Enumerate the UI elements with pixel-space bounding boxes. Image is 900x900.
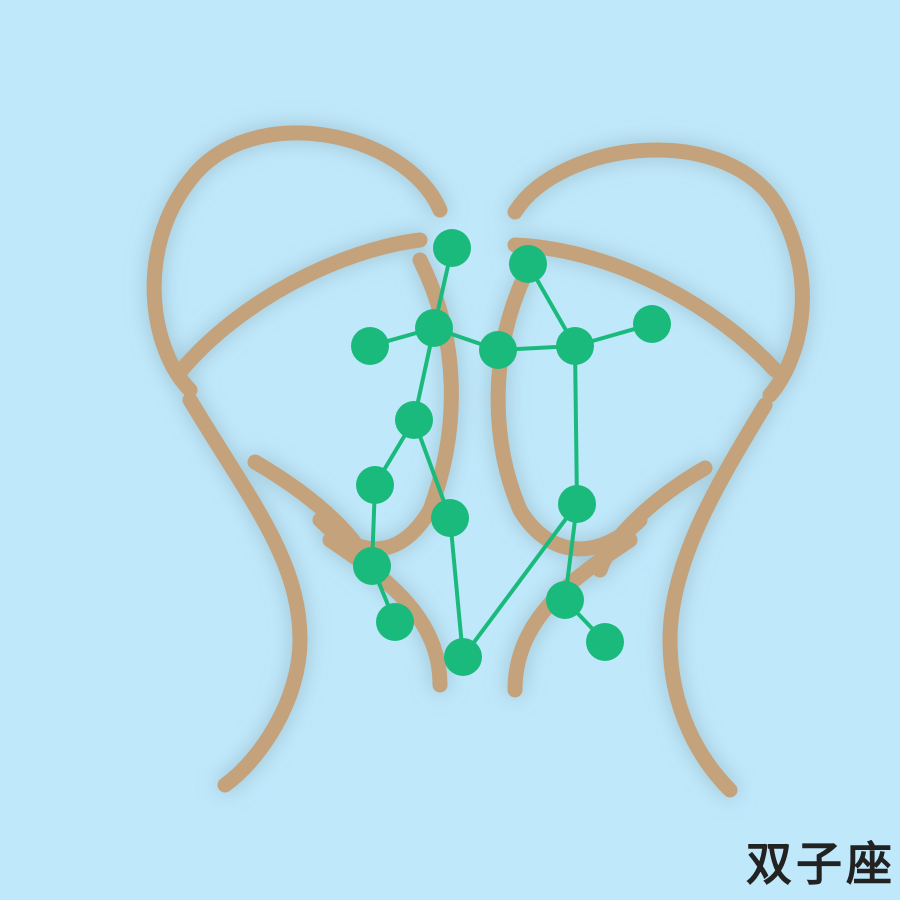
star-icon (353, 547, 391, 585)
star-icon (546, 581, 584, 619)
twin-figures-outline-icon (146, 125, 810, 798)
star-icon (376, 603, 414, 641)
star-icon (479, 331, 517, 369)
left-outer-body-outline (182, 392, 308, 793)
star-icon (586, 623, 624, 661)
star-icon (556, 327, 594, 365)
star-icon (395, 401, 433, 439)
left-inner-body-outline (312, 252, 459, 557)
left-shoulder-outline (172, 232, 428, 380)
constellation-stars (351, 229, 671, 676)
constellation-name-caption: 双子座 (746, 837, 896, 891)
star-icon (633, 305, 671, 343)
right-shoulder-outline (507, 237, 783, 378)
right-outer-body-outline (662, 397, 773, 798)
star-icon (356, 466, 394, 504)
constellation-line-cross (461, 502, 579, 659)
star-icon (444, 638, 482, 676)
star-icon (509, 245, 547, 283)
right-head-outline (507, 142, 810, 403)
star-icon (433, 229, 471, 267)
star-icon (351, 327, 389, 365)
star-icon (415, 309, 453, 347)
star-icon (558, 485, 596, 523)
left-head-outline (146, 125, 448, 398)
star-icon (431, 499, 469, 537)
left-leg-outline (322, 532, 448, 693)
